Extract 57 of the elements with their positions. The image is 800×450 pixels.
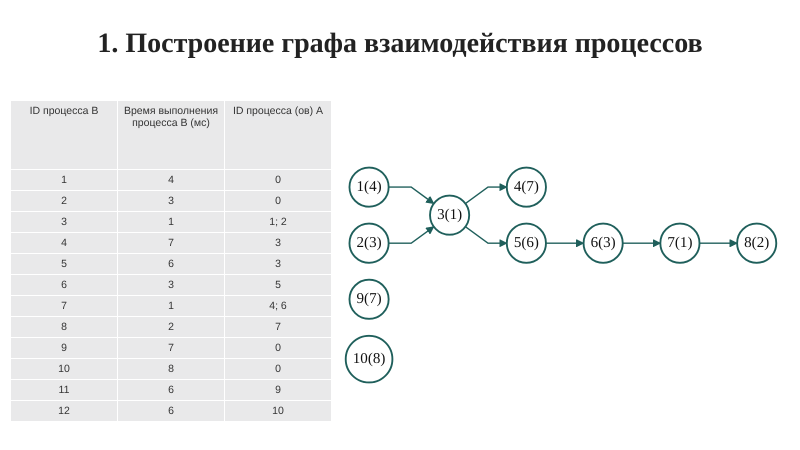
table-cell: 12 <box>10 400 118 422</box>
table-header-cell: ID процесса (ов) A <box>224 100 332 170</box>
table-cell: 7 <box>118 338 224 358</box>
table-cell: 9 <box>10 338 118 358</box>
slide-title: 1. Построение графа взаимодействия процессов <box>96 28 704 60</box>
node-circle: 6(3) <box>582 222 624 264</box>
node-circle: 7(1) <box>659 222 700 264</box>
node-circle: 4(7) <box>506 166 547 208</box>
table-cell: 5 <box>224 274 332 296</box>
table-cell: 4; 6 <box>224 296 332 316</box>
table-cell: 11 <box>10 380 118 400</box>
table-header-cell: ID процесса B <box>10 100 118 170</box>
table-cell: 7 <box>10 296 118 316</box>
table-cell: 7 <box>118 232 224 254</box>
table-cell: 8 <box>118 358 224 380</box>
table-cell: 3 <box>224 232 332 254</box>
table-cell: 1 <box>10 170 118 190</box>
node-circle: 9(7) <box>348 278 390 320</box>
table-cell: 6 <box>118 400 224 422</box>
table-cell: 1; 2 <box>224 212 332 232</box>
table-cell: 4 <box>10 232 118 254</box>
table-cell: 7 <box>224 316 332 338</box>
node-circle: 2(3) <box>348 222 390 264</box>
table-cell: 10 <box>10 358 118 380</box>
table-cell: 3 <box>10 212 118 232</box>
table-cell: 0 <box>224 190 332 212</box>
node-circle: 8(2) <box>736 222 778 264</box>
node-circle: 3(1) <box>429 194 470 236</box>
table-cell: 0 <box>224 358 332 380</box>
arrow <box>465 226 508 248</box>
arrow <box>388 226 434 244</box>
table-header-cell: Время выполнения процесса B (мс) <box>118 100 224 170</box>
arrow <box>465 182 508 204</box>
arrow <box>700 239 738 248</box>
node-circle: 5(6) <box>506 222 547 264</box>
table-cell: 3 <box>224 254 332 274</box>
table-cell: 2 <box>10 190 118 212</box>
node-circle: 1(4) <box>348 166 390 208</box>
table-cell: 6 <box>118 254 224 274</box>
arrow <box>388 186 434 204</box>
table-cell: 1 <box>118 296 224 316</box>
table-cell: 4 <box>118 170 224 190</box>
table-cell: 1 <box>118 212 224 232</box>
table-cell: 3 <box>118 274 224 296</box>
table-cell: 5 <box>10 254 118 274</box>
table-cell: 3 <box>118 190 224 212</box>
table-cell: 6 <box>118 380 224 400</box>
table-cell: 6 <box>10 274 118 296</box>
node-circle: 10(8) <box>344 334 394 384</box>
table-cell: 2 <box>118 316 224 338</box>
arrow <box>546 239 584 248</box>
table-cell: 9 <box>224 380 332 400</box>
table-cell: 10 <box>224 400 332 422</box>
arrow <box>622 239 661 248</box>
table-cell: 0 <box>224 338 332 358</box>
table-cell: 0 <box>224 170 332 190</box>
table-cell: 8 <box>10 316 118 338</box>
